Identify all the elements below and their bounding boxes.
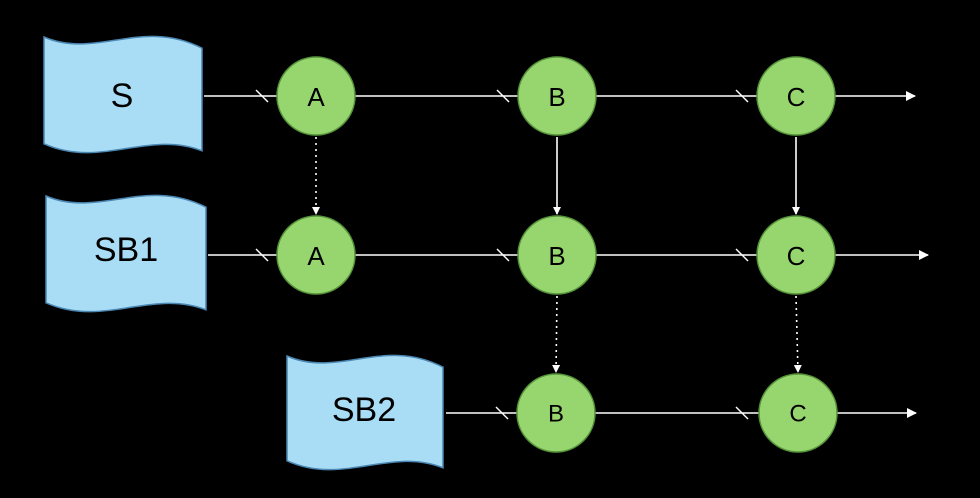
s-tick-mark [735, 89, 749, 103]
node-s-a-circle [276, 56, 356, 136]
node-s-c-circle [756, 56, 836, 136]
node-s-b-circle [517, 56, 597, 136]
node-sb1-c-circle [756, 215, 836, 295]
sb1-branch-label: SB1 [94, 231, 158, 269]
sb1-tick-mark [255, 248, 269, 262]
sb1-tick-mark [496, 248, 510, 262]
node-s-c: C [756, 56, 836, 136]
sb2-flag-shape [286, 354, 444, 471]
sb2-tick-mark [735, 406, 749, 420]
node-s-a: A [276, 56, 356, 136]
sb2-tick-mark [495, 406, 509, 420]
node-s-b-label: B [548, 82, 565, 112]
node-sb1-a-label: A [307, 241, 325, 271]
node-sb1-a-circle [276, 215, 356, 295]
node-sb2-b-label: B [548, 401, 564, 428]
s-flag-shape [43, 35, 203, 154]
sb1-tick-mark [735, 248, 749, 262]
node-sb1-a: A [276, 215, 356, 295]
link-sb1-c-to-sb2-c [793, 295, 802, 373]
node-sb1-b: B [517, 215, 597, 295]
sb1-flag-shape [45, 194, 207, 313]
node-sb1-c: C [756, 215, 836, 295]
node-s-b: B [517, 56, 597, 136]
node-s-a-label: A [307, 82, 325, 112]
s-branch-label: S [111, 77, 134, 115]
node-sb1-b-label: B [548, 241, 565, 271]
s-tick-mark [255, 89, 269, 103]
link-sb1-b-to-sb2-b [552, 295, 561, 373]
node-sb2-b: B [516, 373, 596, 453]
node-s-c-label: C [787, 82, 806, 112]
node-sb2-c-circle [758, 373, 838, 453]
sb2-branch-label: SB2 [332, 391, 396, 429]
node-sb1-b-circle [517, 215, 597, 295]
node-sb2-b-circle [516, 373, 596, 453]
node-sb1-c-label: C [787, 241, 806, 271]
s-tick-mark [496, 89, 510, 103]
node-sb2-c-label: C [789, 401, 806, 428]
node-sb2-c: C [758, 373, 838, 453]
